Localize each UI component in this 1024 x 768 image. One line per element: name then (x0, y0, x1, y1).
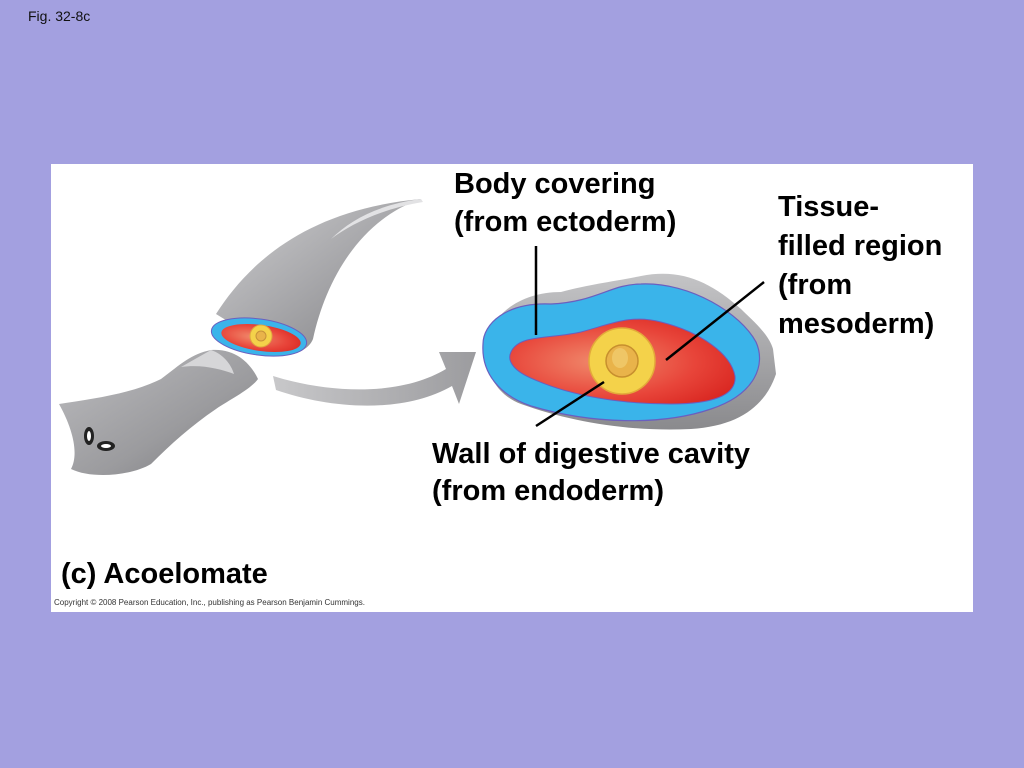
label-tissue-filled-region: Tissue- filled region (from mesoderm) (778, 191, 943, 340)
curved-arrow-icon (273, 352, 476, 406)
figure-label: Fig. 32-8c (28, 8, 91, 24)
diagram-panel: Body covering (from ectoderm) Tissue- fi… (51, 164, 973, 612)
cross-section (482, 273, 776, 430)
panel-caption: (c) Acoelomate (61, 558, 268, 590)
diagram-canvas (59, 199, 776, 476)
label-digestive-wall: Wall of digestive cavity (from endoderm) (432, 438, 751, 507)
copyright-notice: Copyright © 2008 Pearson Education, Inc.… (54, 598, 365, 607)
leader-line-wall (535, 380, 605, 428)
label-body-covering: Body covering (from ectoderm) (454, 168, 677, 238)
worm-tail-section (210, 199, 423, 357)
worm-head-section (59, 349, 258, 476)
leader-line-tissue (665, 281, 765, 361)
